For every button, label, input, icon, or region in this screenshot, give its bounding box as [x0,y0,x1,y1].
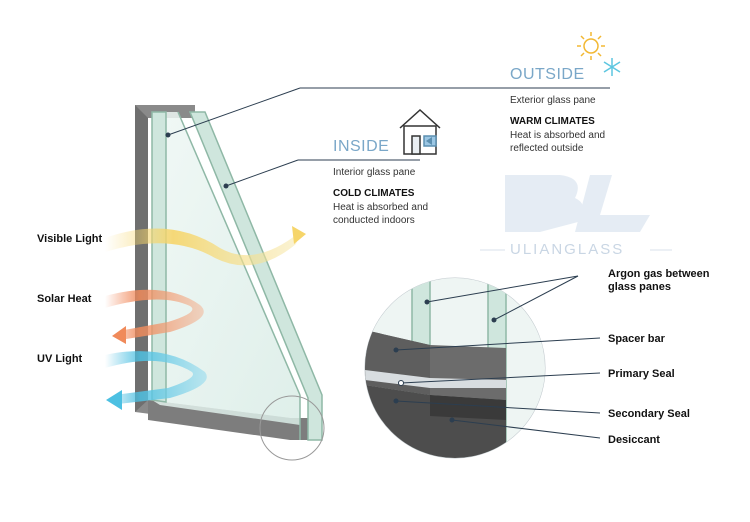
solar-heat-label: Solar Heat [37,293,91,305]
desiccant-label: Desiccant [608,434,660,446]
sun-icon [577,32,605,60]
warm-climates-heading: WARM CLIMATES [510,116,595,127]
house-icon [400,110,440,154]
cold-climates-heading: COLD CLIMATES [333,188,414,199]
cold-climates-desc-1: Heat is absorbed and [333,202,428,213]
warm-climates-desc-2: reflected outside [510,143,583,154]
argon-gas-label-2: glass panes [608,281,671,293]
primary-seal-label: Primary Seal [608,368,675,380]
interior-pane-label: Interior glass pane [333,167,415,178]
warm-climates-desc-1: Heat is absorbed and [510,130,605,141]
uv-light-label: UV Light [37,353,82,365]
visible-light-label: Visible Light [37,233,102,245]
outside-title: OUTSIDE [510,66,585,84]
snowflake-icon [604,58,620,76]
cold-climates-desc-2: conducted indoors [333,215,415,226]
secondary-seal-label: Secondary Seal [608,408,690,420]
argon-gas-label-1: Argon gas between [608,268,709,280]
watermark-logo [480,175,672,250]
glass-unit [135,105,324,460]
inside-title: INSIDE [333,138,389,156]
watermark-text: ULIANGLASS [510,241,624,258]
exterior-pane-label: Exterior glass pane [510,95,596,106]
zoom-detail [360,270,560,470]
spacer-bar-label: Spacer bar [608,333,665,345]
